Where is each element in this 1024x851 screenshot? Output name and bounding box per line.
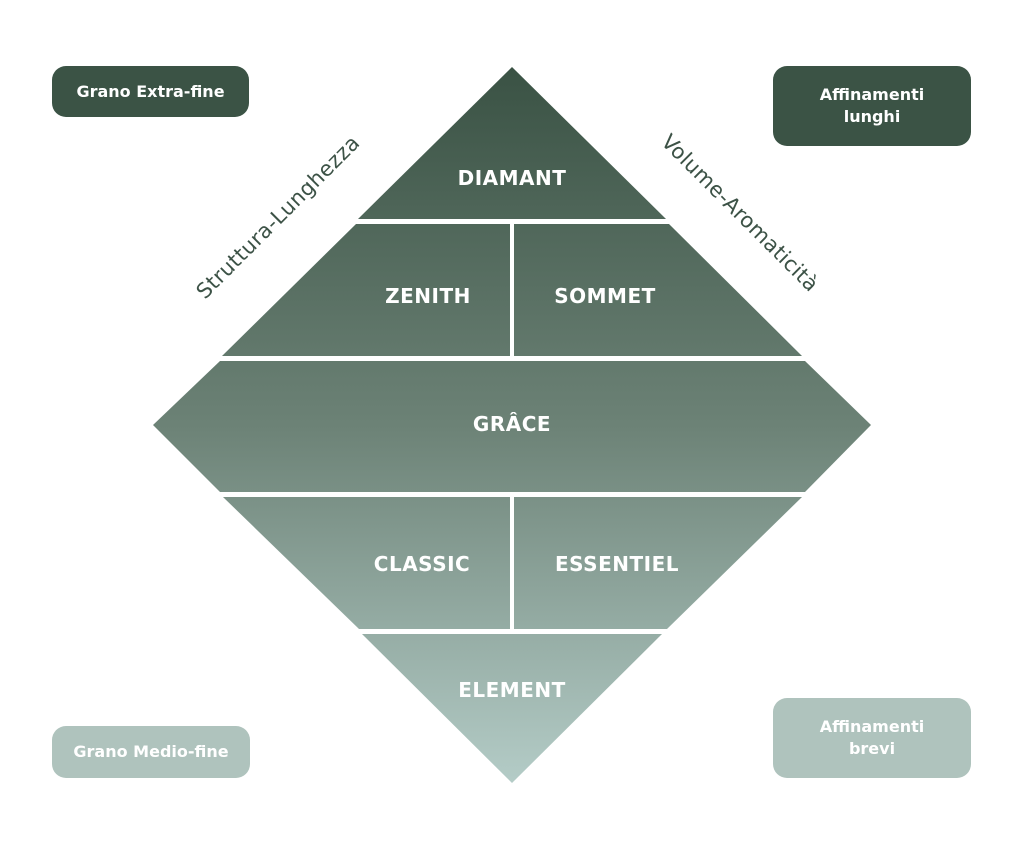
corner-box-affinamenti-brevi: Affinamenti brevi bbox=[773, 698, 971, 778]
tier-diamant-label: DIAMANT bbox=[458, 166, 567, 190]
tier-classic-shape[interactable] bbox=[223, 497, 510, 629]
corner-box-affinamenti-lunghi: Affinamenti lunghi bbox=[773, 66, 971, 146]
corner-label-line: lunghi bbox=[843, 107, 901, 126]
tier-classic-label: CLASSIC bbox=[374, 552, 470, 576]
tier-diamant-shape[interactable] bbox=[358, 67, 666, 219]
corner-label-line: Affinamenti bbox=[819, 85, 925, 104]
corner-label: Affinamenti lunghi bbox=[820, 84, 924, 128]
corner-label: Grano Medio-fine bbox=[73, 742, 229, 761]
tier-essentiel-shape[interactable] bbox=[514, 497, 802, 629]
tier-sommet-shape[interactable] bbox=[514, 224, 802, 356]
tier-essentiel-label: ESSENTIEL bbox=[555, 552, 679, 576]
tier-grace-label: GRÂCE bbox=[473, 412, 551, 436]
corner-label-line: Affinamenti bbox=[819, 717, 925, 736]
tier-sommet-label: SOMMET bbox=[554, 284, 656, 308]
corner-label: Affinamenti brevi bbox=[820, 716, 924, 760]
tier-element-label: ELEMENT bbox=[458, 678, 566, 702]
corner-label: Grano Extra-fine bbox=[76, 81, 225, 101]
tier-zenith-shape[interactable] bbox=[222, 224, 510, 356]
tier-zenith-label: ZENITH bbox=[385, 284, 471, 308]
corner-box-grano-extra-fine: Grano Extra-fine bbox=[52, 66, 249, 117]
corner-box-grano-medio-fine: Grano Medio-fine bbox=[52, 726, 250, 778]
tier-element-shape[interactable] bbox=[362, 634, 662, 783]
tier-grace-shape[interactable] bbox=[153, 361, 871, 492]
corner-label-line: brevi bbox=[848, 739, 896, 758]
